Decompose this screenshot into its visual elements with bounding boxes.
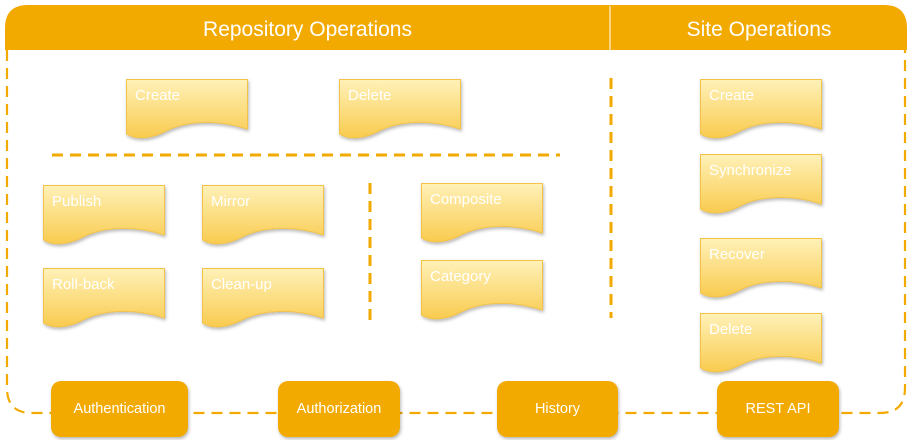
note-composite: Composite	[421, 183, 543, 247]
note-label: Mirror	[211, 193, 251, 210]
note-label: Composite	[430, 191, 502, 208]
note-repo-delete: Delete	[339, 79, 461, 143]
note-repo-create: Create	[126, 79, 248, 143]
note-label: Category	[430, 268, 491, 285]
note-label: Clean-up	[211, 276, 272, 293]
note-label: Synchronize	[709, 162, 792, 179]
service-rest-api: REST API	[717, 381, 839, 437]
dashed-container-border	[5, 50, 907, 415]
note-publish: Publish	[43, 185, 165, 249]
service-history: History	[497, 381, 618, 437]
note-label: Create	[135, 87, 181, 104]
note-label: Delete	[709, 321, 753, 338]
note-label: Create	[709, 87, 755, 104]
note-category: Category	[421, 260, 543, 324]
header-repository-operations: Repository Operations	[203, 18, 412, 41]
note-label: Publish	[52, 193, 102, 210]
note-roll-back: Roll-back	[43, 268, 165, 332]
header-band	[5, 5, 907, 50]
service-authentication: Authentication	[51, 381, 188, 437]
header-site-operations: Site Operations	[686, 18, 832, 41]
note-mirror: Mirror	[202, 185, 324, 249]
note-clean-up: Clean-up	[202, 268, 324, 332]
note-synchronize: Synchronize	[700, 154, 822, 218]
note-recover: Recover	[700, 238, 822, 302]
note-label: Delete	[348, 87, 392, 104]
note-site-delete: Delete	[700, 313, 822, 377]
service-authorization: Authorization	[278, 381, 400, 437]
note-site-create: Create	[700, 79, 822, 143]
note-label: Roll-back	[52, 276, 115, 293]
note-label: Recover	[709, 246, 765, 263]
